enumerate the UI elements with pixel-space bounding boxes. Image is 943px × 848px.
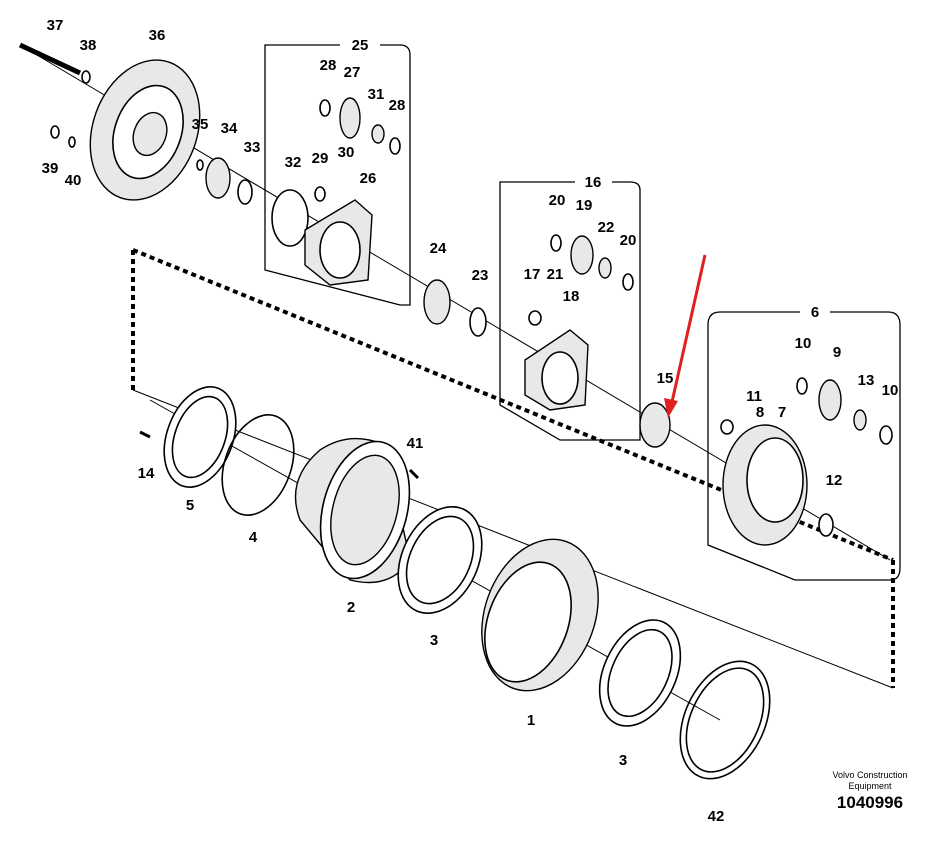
part-callout: 2: [347, 599, 355, 616]
company-credit: Volvo Construction Equipment: [832, 770, 908, 791]
part-15-gear: [639, 402, 671, 448]
part-34-gear: [205, 157, 231, 199]
part-callout: 41: [407, 435, 424, 452]
part-callout: 37: [47, 17, 64, 34]
part-callout: 38: [80, 37, 97, 54]
part-callout: 10: [795, 335, 812, 352]
part-callout: 20: [549, 192, 566, 209]
part-callout: 20: [620, 232, 637, 249]
part-callout: 23: [472, 267, 489, 284]
part-callout: 6: [811, 304, 819, 321]
part-callout: 16: [585, 174, 602, 191]
part-callout: 19: [576, 197, 593, 214]
highlight-arrow: [664, 254, 707, 418]
part-callout: 29: [312, 150, 329, 167]
part-callout: 11: [746, 388, 762, 405]
part-callout: 4: [249, 529, 258, 546]
part-callout: 36: [149, 27, 166, 44]
part-callout: 24: [430, 240, 447, 257]
part-callout: 28: [320, 57, 337, 74]
part-callout: 22: [598, 219, 615, 236]
part-callout: 12: [826, 472, 843, 489]
part-callout: 32: [285, 154, 302, 171]
part-24-gear: [423, 279, 451, 325]
part-callout: 39: [42, 160, 59, 177]
part-callout: 5: [186, 497, 194, 514]
part-callout: 34: [221, 120, 238, 137]
part-callout: 21: [547, 266, 564, 283]
part-callout: 10: [882, 382, 899, 399]
part-callout: 42: [708, 808, 725, 825]
part-callout: 35: [192, 116, 209, 133]
part-callout: 3: [619, 752, 627, 769]
part-callout: 33: [244, 139, 261, 156]
part-callout: 7: [778, 404, 786, 421]
part-callout: 25: [352, 37, 369, 54]
part-callout: 30: [338, 144, 355, 161]
group-box-16: [499, 181, 641, 441]
part-callout: 15: [657, 370, 674, 387]
part-callout: 1: [527, 712, 535, 729]
part-callout: 27: [344, 64, 361, 81]
part-callout: 18: [563, 288, 580, 305]
part-callout: 40: [65, 172, 82, 189]
group-box-6: [707, 311, 901, 581]
part-callout: 17: [524, 266, 541, 283]
group-box-25: [264, 44, 411, 306]
part-callout: 31: [368, 86, 385, 103]
part-callout: 26: [360, 170, 377, 187]
part-callout: 28: [389, 97, 406, 114]
dashed-frame: [131, 248, 895, 688]
part-callout: 3: [430, 632, 438, 649]
part-callout: 14: [138, 465, 155, 482]
part-callout: 8: [756, 404, 764, 421]
part-callout: 13: [858, 372, 875, 389]
part-callout: 9: [833, 344, 841, 361]
document-number: 1040996: [836, 793, 904, 812]
